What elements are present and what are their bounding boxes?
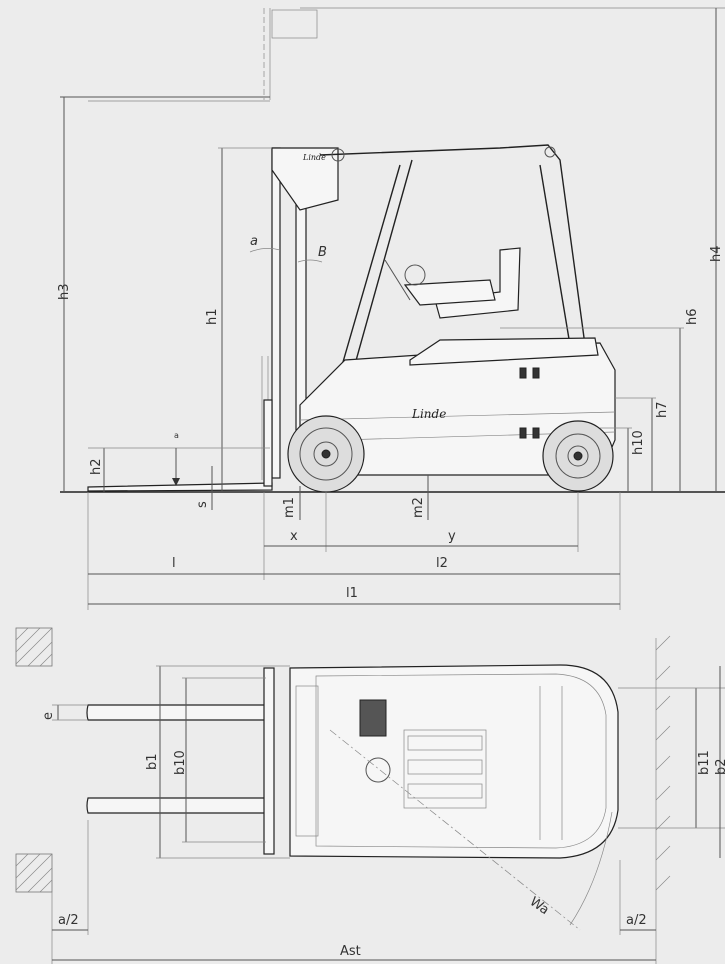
side-brand-logo: Linde xyxy=(411,407,446,421)
dim-h10: h10 xyxy=(631,430,646,455)
operator-seat xyxy=(384,247,521,319)
dim-h6: h6 xyxy=(685,308,700,325)
dim-h7: h7 xyxy=(655,401,670,418)
dim-b11: b11 xyxy=(697,750,712,775)
dim-e: e xyxy=(41,712,56,720)
front-wheel xyxy=(287,415,365,493)
mast-brand-logo: Linde xyxy=(302,153,326,162)
dim-l: l xyxy=(172,556,176,571)
side-view: Linde Linde a B h3 h1 xyxy=(57,7,725,610)
top-chassis xyxy=(289,664,619,859)
dim-a-small: a xyxy=(174,431,179,440)
truck-body: Linde Linde xyxy=(299,153,616,476)
horizontal-dimensions: x y l l2 l1 xyxy=(87,492,621,610)
dim-m1: m1 xyxy=(282,497,297,518)
dim-a-half-right: a/2 xyxy=(626,913,647,928)
dim-s: s xyxy=(195,501,210,508)
dim-y: y xyxy=(448,529,456,544)
mast xyxy=(261,147,339,480)
rear-wheel xyxy=(542,420,614,492)
dim-l1: l1 xyxy=(346,586,358,601)
dim-a-half-left: a/2 xyxy=(58,913,79,928)
tilt-beta-label: B xyxy=(318,245,327,260)
dim-l2: l2 xyxy=(436,556,448,571)
dim-wa: Wa xyxy=(527,894,552,918)
dim-h1: h1 xyxy=(205,308,220,325)
dim-ast: Ast xyxy=(340,944,361,959)
dim-b10: b10 xyxy=(173,750,188,775)
raised-fork xyxy=(88,7,725,102)
dim-h4: h4 xyxy=(709,245,724,262)
tilt-alpha-label: a xyxy=(250,234,258,249)
fork-lowered xyxy=(87,399,273,492)
top-forks xyxy=(86,667,275,855)
top-dimensions: e b1 b10 b11 b2 a/2 a/2 Ast xyxy=(41,665,725,964)
dim-x: x xyxy=(290,529,298,544)
aisle-walls xyxy=(15,627,671,964)
dim-b1: b1 xyxy=(145,753,160,770)
dim-m2: m2 xyxy=(411,497,426,518)
vertical-dimensions: h3 h1 h2 h4 h6 h7 h10 s m1 m2 xyxy=(57,8,724,520)
dim-b2: b2 xyxy=(714,758,725,775)
top-view: Wa e b1 b10 b11 b2 a/2 xyxy=(15,627,725,964)
dim-h3: h3 xyxy=(57,283,72,300)
dim-h2: h2 xyxy=(89,458,104,475)
